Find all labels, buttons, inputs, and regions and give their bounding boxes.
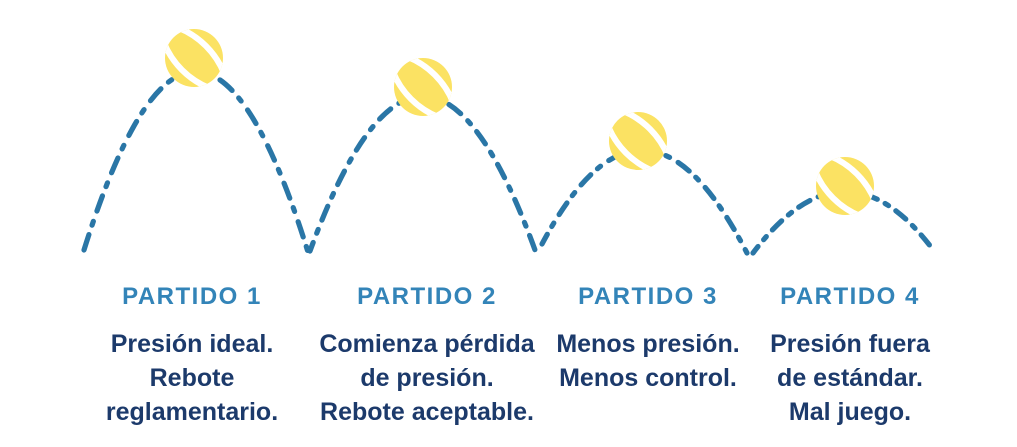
partido-3-line-2: Menos control. xyxy=(559,364,737,392)
partido-2-line-1: Comienza pérdida xyxy=(319,330,535,358)
tennis-ball-3 xyxy=(510,13,766,269)
partido-4-description: Presión fuera de estándar. Mal juego. xyxy=(730,327,970,429)
partido-1-line-1: Presión ideal. xyxy=(110,330,274,358)
partido-3-line-1: Menos presión. xyxy=(556,330,740,358)
tennis-ball-2 xyxy=(295,0,551,215)
partido-1-title: PARTIDO 1 xyxy=(122,283,262,310)
partido-3-description: Menos presión. Menos control. xyxy=(528,327,768,395)
partido-2-description: Comienza pérdida de presión. Rebote acep… xyxy=(307,327,547,429)
partido-3-title: PARTIDO 3 xyxy=(578,283,718,310)
partido-4-line-1: Presión fuera xyxy=(770,330,930,358)
bounce-arc-2 xyxy=(307,93,538,254)
partido-2-line-3: Rebote aceptable. xyxy=(320,398,534,426)
partido-1-line-2: Rebote xyxy=(149,364,235,392)
bounce-trajectory-graphic xyxy=(0,0,1017,270)
partido-2-line-2: de presión. xyxy=(360,364,494,392)
partido-1-line-3: reglamentario. xyxy=(105,398,279,426)
partido-1-description: Presión ideal. Rebote reglamentario. xyxy=(72,327,312,429)
bounce-arc-1 xyxy=(81,69,311,255)
partido-4-line-3: Mal juego. xyxy=(788,398,912,426)
tennis-ball-1 xyxy=(66,0,322,186)
partido-2-title: PARTIDO 2 xyxy=(357,283,497,310)
tennis-ball-4 xyxy=(717,58,973,270)
partido-4-title: PARTIDO 4 xyxy=(780,283,920,310)
partido-4-line-2: de estándar. xyxy=(777,364,923,392)
